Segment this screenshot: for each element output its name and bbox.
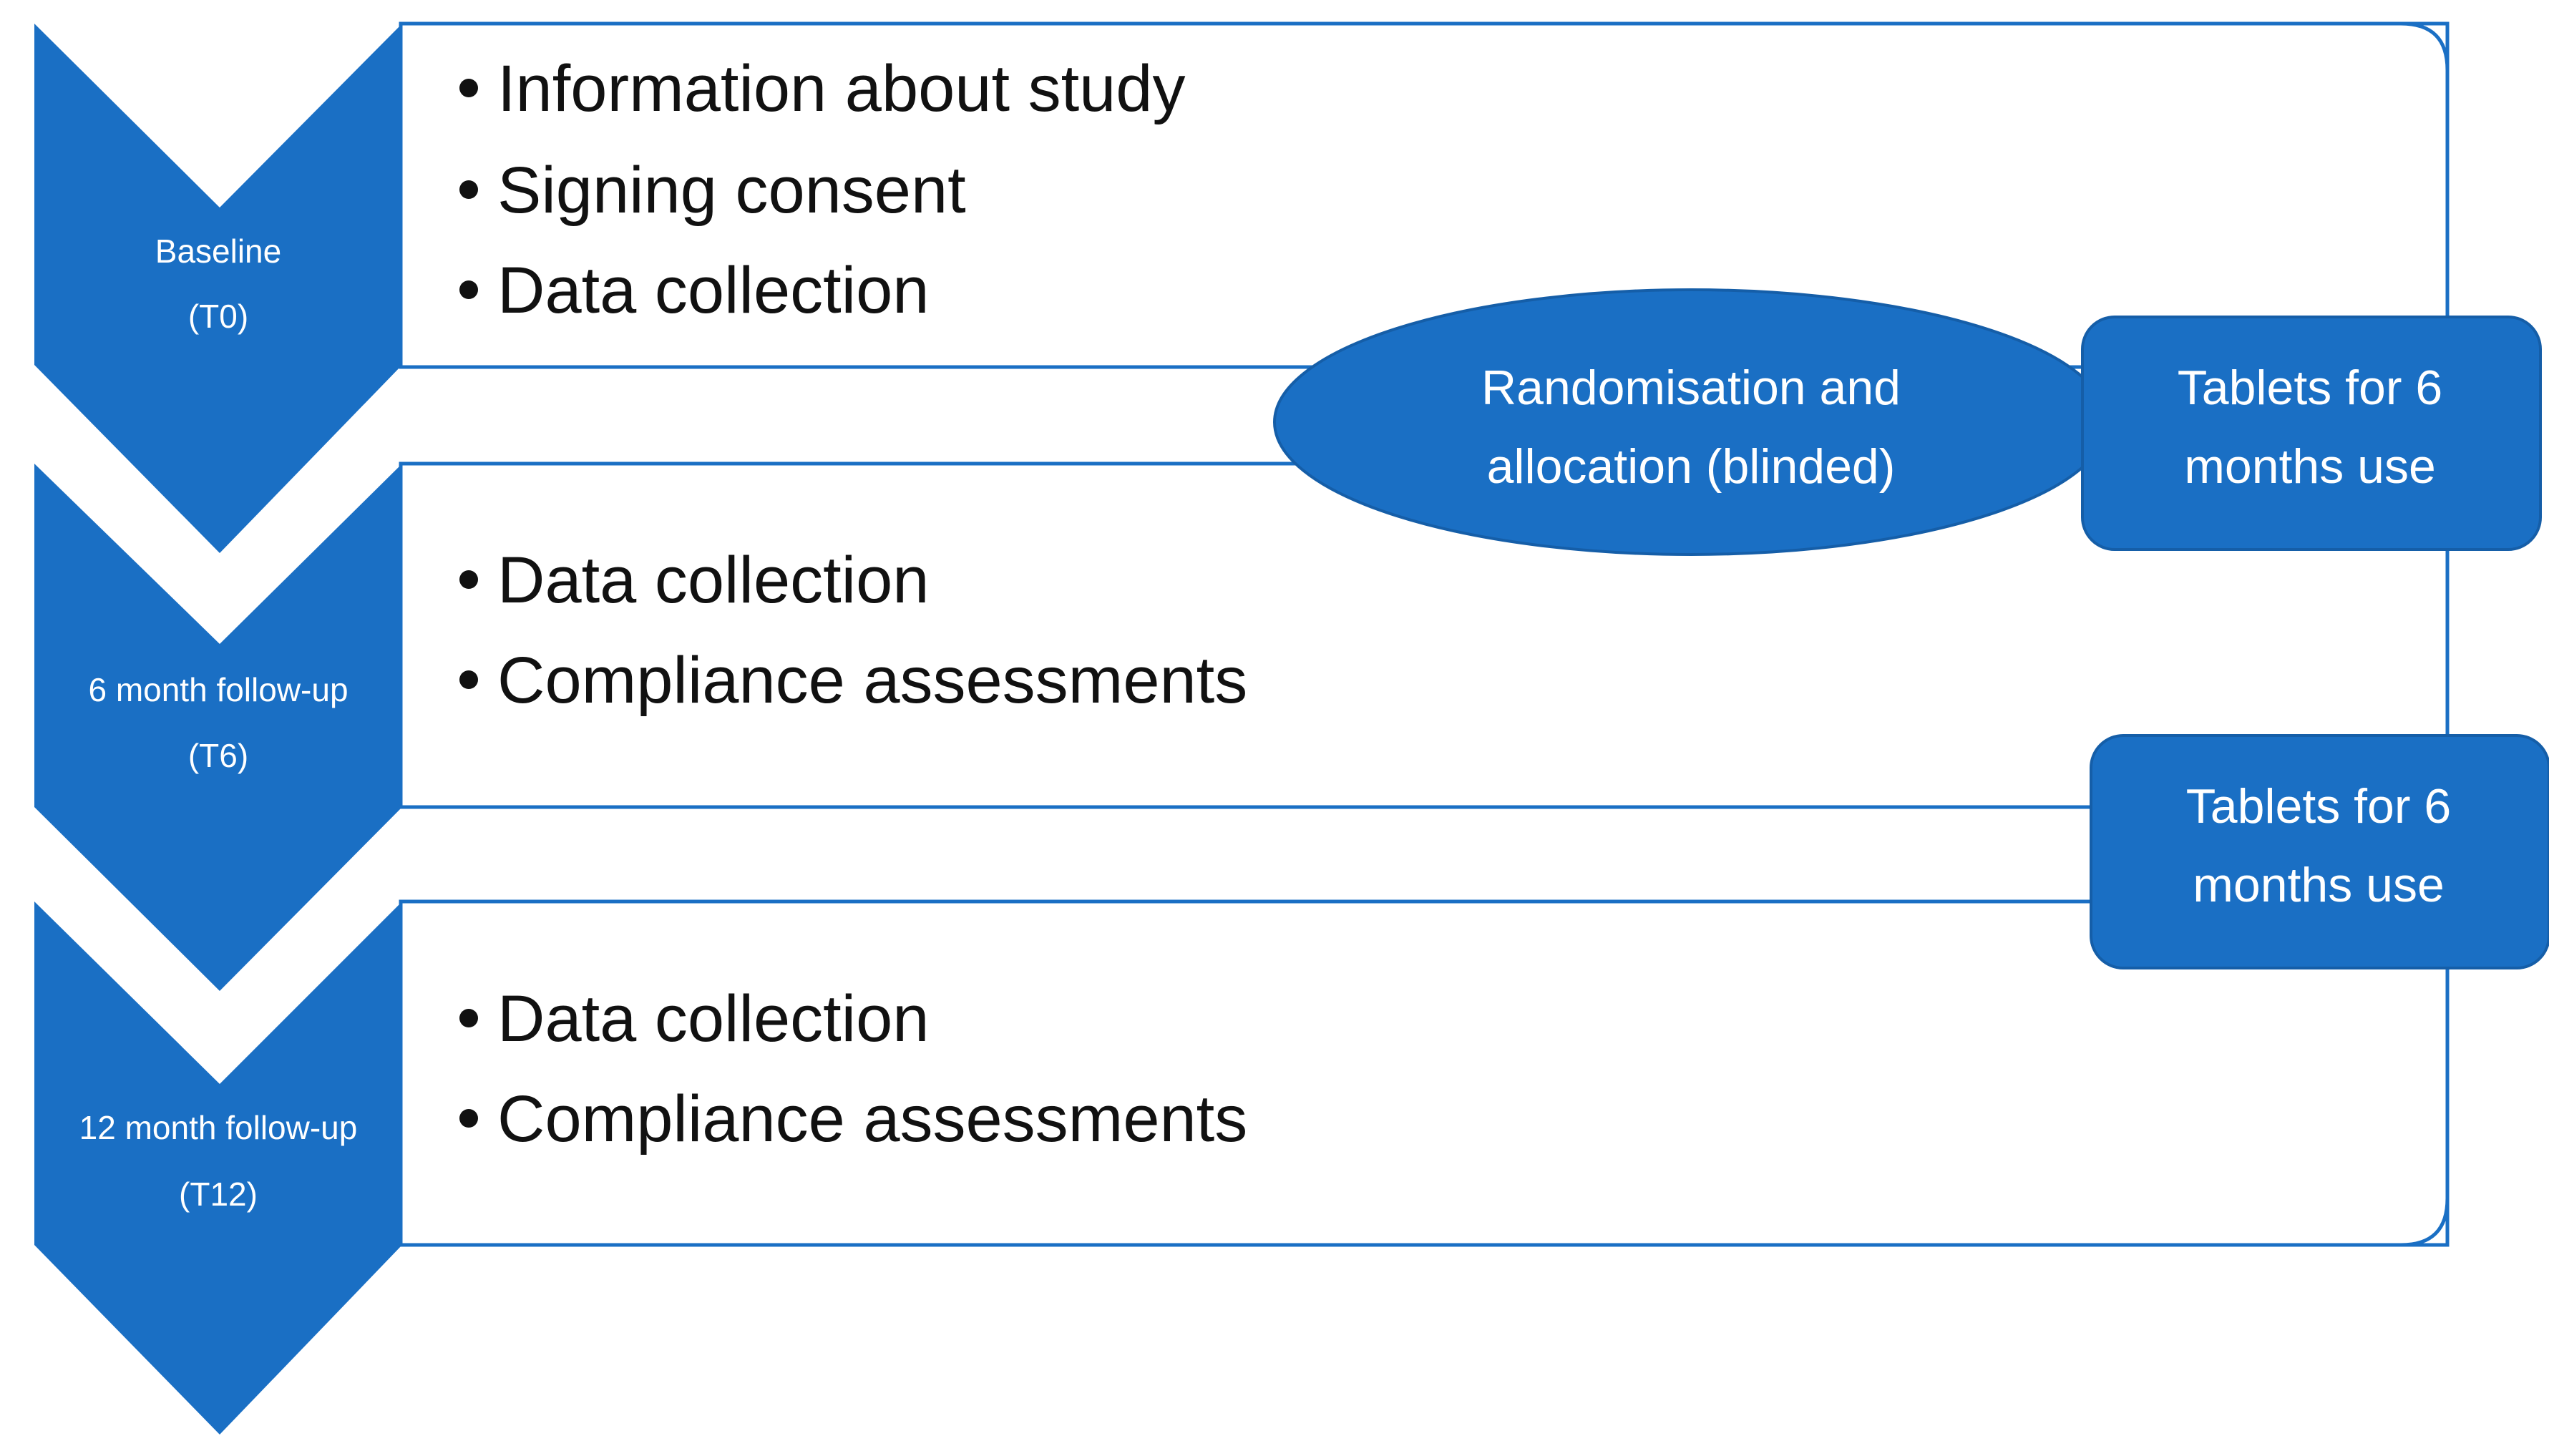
stage-item-baseline-1: Information about study — [497, 52, 1185, 125]
tablets-1-line-1: Tablets for 6 — [2178, 361, 2442, 415]
stage-item-baseline-3: Data collection — [497, 254, 929, 327]
tablets-box-2 — [2090, 734, 2549, 969]
stage-code-baseline: (T0) — [188, 298, 248, 335]
stage-item-t12-2: Compliance assessments — [497, 1083, 1247, 1155]
bullet-dot — [459, 180, 478, 199]
chevron-baseline — [34, 24, 402, 553]
stage-item-t6-1: Data collection — [497, 544, 929, 617]
tablets-box-1 — [2081, 316, 2542, 551]
bullet-dot — [459, 670, 478, 689]
stage-title-baseline: Baseline — [155, 233, 281, 270]
stage-title-t12: 12 month follow-up — [79, 1109, 358, 1146]
stage-code-t6: (T6) — [188, 737, 248, 774]
bullet-dot — [459, 79, 478, 97]
bullet-dot — [459, 1109, 478, 1128]
chevron-t12 — [34, 902, 402, 1435]
chevron-t6 — [34, 464, 402, 991]
randomisation-line-1: Randomisation and — [1481, 361, 1901, 415]
stage-item-baseline-2: Signing consent — [497, 154, 966, 227]
tablets-2-line-1: Tablets for 6 — [2186, 779, 2451, 834]
bullet-dot — [459, 570, 478, 589]
stage-title-t6: 6 month follow-up — [88, 671, 348, 708]
randomisation-line-2: allocation (blinded) — [1487, 439, 1896, 494]
randomisation-ellipse — [1273, 288, 2109, 556]
bullet-dot — [459, 1009, 478, 1027]
stage-item-t6-2: Compliance assessments — [497, 644, 1247, 717]
tablets-2-line-2: months use — [2193, 858, 2445, 912]
stage-code-t12: (T12) — [179, 1176, 258, 1213]
tablets-1-line-2: months use — [2184, 439, 2436, 494]
stage-item-t12-1: Data collection — [497, 982, 929, 1055]
bullet-dot — [459, 280, 478, 299]
